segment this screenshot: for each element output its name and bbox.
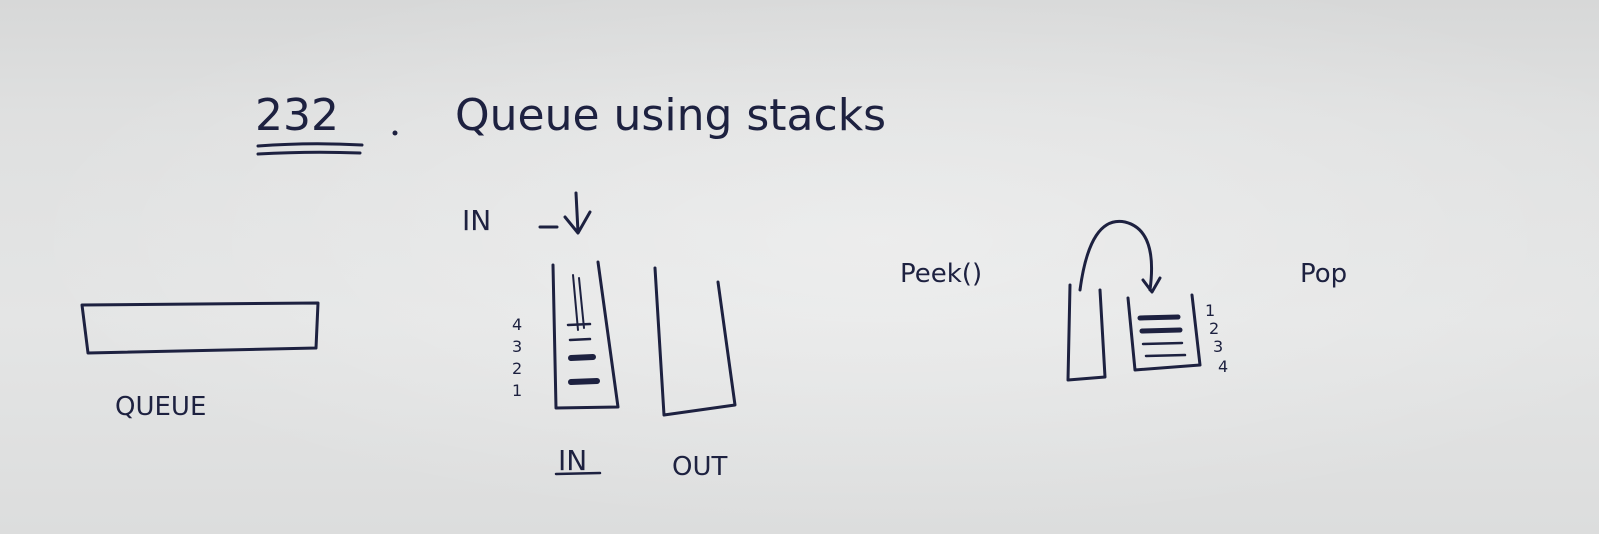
- stack-in-label-underline: [554, 471, 602, 476]
- in-arrow-label: IN: [462, 204, 491, 237]
- svg-text:1: 1: [512, 381, 522, 400]
- filled-stack: [1126, 293, 1202, 372]
- svg-text:4: 4: [1218, 357, 1228, 376]
- svg-text:1: 1: [1205, 301, 1215, 320]
- stack-out: [653, 266, 737, 417]
- stack-out-levels: 1 2 3 4: [1205, 301, 1228, 376]
- underline-1: [256, 142, 364, 148]
- queue-label: QUEUE: [115, 392, 206, 422]
- stack-in-item-4: [566, 322, 592, 327]
- svg-text:4: 4: [512, 315, 522, 334]
- empty-stack: [1066, 283, 1107, 382]
- stack-out-label: OUT: [672, 452, 727, 482]
- stack-in-levels: 4 3 2 1: [512, 315, 522, 400]
- problem-number: 232: [255, 90, 339, 141]
- filled-item-1: [1137, 314, 1181, 321]
- transfer-arrow-icon: [1078, 219, 1162, 294]
- stack-in: [551, 260, 620, 410]
- down-arrow-icon: [563, 191, 592, 235]
- svg-text:3: 3: [1213, 337, 1223, 356]
- svg-text:2: 2: [512, 359, 522, 378]
- queue-box: [80, 301, 320, 355]
- stack-in-item-1: [568, 378, 600, 385]
- svg-text:2: 2: [1209, 319, 1219, 338]
- underline-2: [256, 150, 362, 156]
- filled-item-3: [1141, 341, 1184, 346]
- pop-label: Pop: [1300, 259, 1347, 289]
- peek-label: Peek(): [900, 259, 982, 289]
- svg-text:3: 3: [512, 337, 522, 356]
- title-text: Queue using stacks: [455, 90, 886, 141]
- stack-in-item-3: [568, 337, 592, 342]
- stack-in-label: IN: [558, 444, 587, 477]
- filled-item-2: [1139, 327, 1183, 334]
- filled-item-4: [1144, 353, 1187, 358]
- stack-in-slot-lines: [572, 274, 585, 331]
- title-period: [392, 130, 398, 136]
- stack-in-item-2: [568, 354, 596, 361]
